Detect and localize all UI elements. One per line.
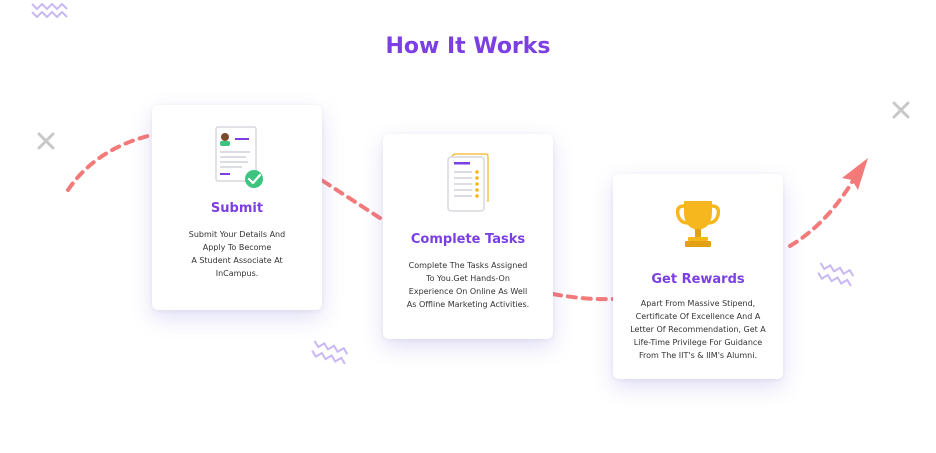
step-card-complete-tasks: Complete Tasks Complete The Tasks Assign…	[383, 134, 553, 339]
step-description: Submit Your Details And Apply To Become …	[188, 230, 286, 278]
resume-check-icon	[215, 126, 263, 188]
close-icon	[892, 101, 910, 119]
step-description: Complete The Tasks Assigned To You.Get H…	[406, 261, 530, 309]
step-card-submit: Submit Submit Your Details And Apply To …	[152, 105, 322, 310]
step-title: Complete Tasks	[410, 232, 526, 247]
step-description: Apart From Massive Stipend, Certificate …	[630, 299, 766, 360]
trophy-icon	[676, 201, 720, 247]
step-title: Submit	[210, 201, 264, 216]
step-title: Get Rewards	[651, 272, 745, 287]
section-title: How It Works	[385, 34, 551, 59]
squiggle-decoration	[311, 340, 349, 365]
step-card-get-rewards: Get Rewards Apart From Massive Stipend, …	[613, 174, 783, 379]
squiggle-decoration	[31, 2, 68, 19]
squiggle-decoration	[817, 262, 855, 287]
close-icon	[37, 132, 55, 150]
task-list-icon	[447, 153, 489, 212]
